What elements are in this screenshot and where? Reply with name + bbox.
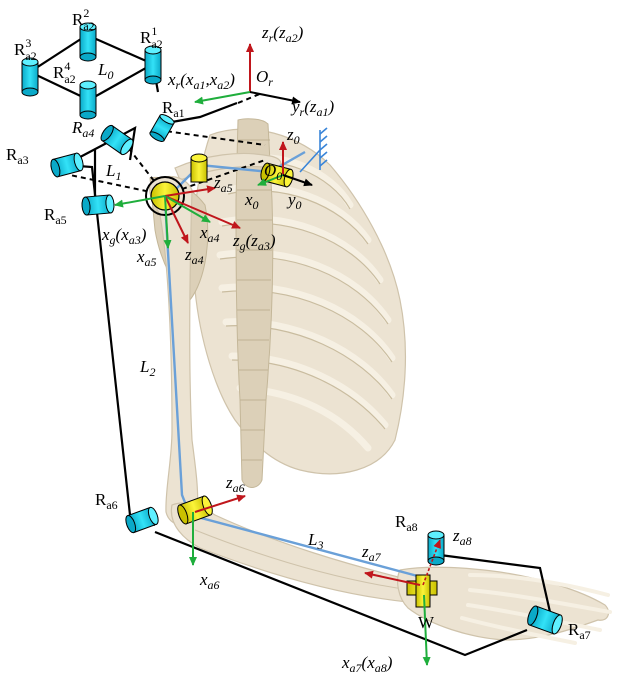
label-ra1: Ra1 — [162, 98, 185, 120]
joint-ra5 — [81, 194, 115, 216]
blue-link-clavicle — [164, 150, 306, 201]
label-za5: za5 — [213, 173, 233, 195]
label-x0: x0 — [244, 190, 259, 212]
joint-ra8 — [427, 530, 445, 566]
label-xa6: xa6 — [199, 570, 220, 592]
label-l3: L3 — [307, 530, 323, 552]
label-za4: za4 — [184, 245, 204, 267]
label-xg: xg(xa3) — [101, 225, 147, 247]
label-l1: L1 — [105, 161, 121, 183]
axis-zg — [164, 195, 241, 229]
label-zg: zg(za3) — [232, 231, 276, 253]
label-w: W — [418, 613, 435, 632]
joint-ra1 — [149, 114, 175, 142]
label-za7: za7 — [361, 542, 382, 564]
label-l0: L0 — [97, 60, 113, 82]
label-ra8: Ra8 — [395, 512, 418, 534]
joint-ra6 — [125, 506, 159, 534]
joint-ra2-4 — [79, 80, 97, 120]
joint-ra7 — [527, 605, 563, 635]
axis-yr — [249, 91, 301, 105]
joint-ra3 — [50, 152, 84, 178]
joint-ra4 — [100, 124, 134, 156]
link-l2-outer — [64, 163, 156, 527]
link-l3-outer — [154, 530, 528, 657]
axis-za4 — [164, 195, 189, 244]
axis-xr — [194, 91, 251, 105]
label-ra4: Ra4 — [71, 118, 94, 140]
label-za8: za8 — [452, 526, 472, 548]
label-zr: zr(za2) — [261, 23, 304, 45]
skeleton — [149, 118, 612, 645]
axis-xa4 — [164, 195, 211, 223]
axis-za6 — [194, 494, 246, 513]
label-xa5: xa5 — [136, 247, 157, 269]
label-l2: L2 — [139, 357, 155, 379]
joint-elbow-yellow — [177, 495, 213, 525]
axes — [114, 43, 441, 666]
label-ra3: Ra3 — [6, 145, 29, 167]
label-o0: O0 — [264, 161, 282, 183]
label-or: Or — [256, 67, 273, 89]
label-z0: z0 — [286, 125, 300, 147]
label-za6: za6 — [225, 473, 245, 495]
label-y0: y0 — [286, 190, 302, 212]
axis-x0 — [257, 174, 284, 186]
link-ra8-ra7 — [439, 553, 552, 613]
label-xr: xr(xa1,xa2) — [167, 70, 235, 92]
axis-za8 — [422, 539, 441, 586]
joint-sc-yellow — [190, 153, 208, 183]
label-yr: yr(za1) — [290, 97, 335, 119]
axis-xa7 — [422, 594, 431, 666]
label-ra5: Ra5 — [44, 205, 67, 227]
label-ra7: Ra7 — [568, 620, 591, 642]
ground-fixture — [299, 127, 328, 173]
label-xa7: xa7(xa8) — [341, 653, 393, 675]
axis-xg — [114, 195, 166, 208]
label-ra6: Ra6 — [95, 490, 118, 512]
label-xa4: xa4 — [199, 223, 220, 245]
joint-ra2-3 — [21, 57, 39, 97]
axis-xa5 — [163, 195, 172, 249]
axis-za5 — [164, 185, 216, 197]
spine — [235, 118, 274, 488]
joint-ra2-2 — [79, 22, 97, 62]
joint-ra2-1 — [144, 45, 162, 85]
link-ra3-ra4 — [64, 126, 137, 166]
axis-y0 — [282, 174, 313, 187]
axis-za7 — [364, 570, 421, 586]
